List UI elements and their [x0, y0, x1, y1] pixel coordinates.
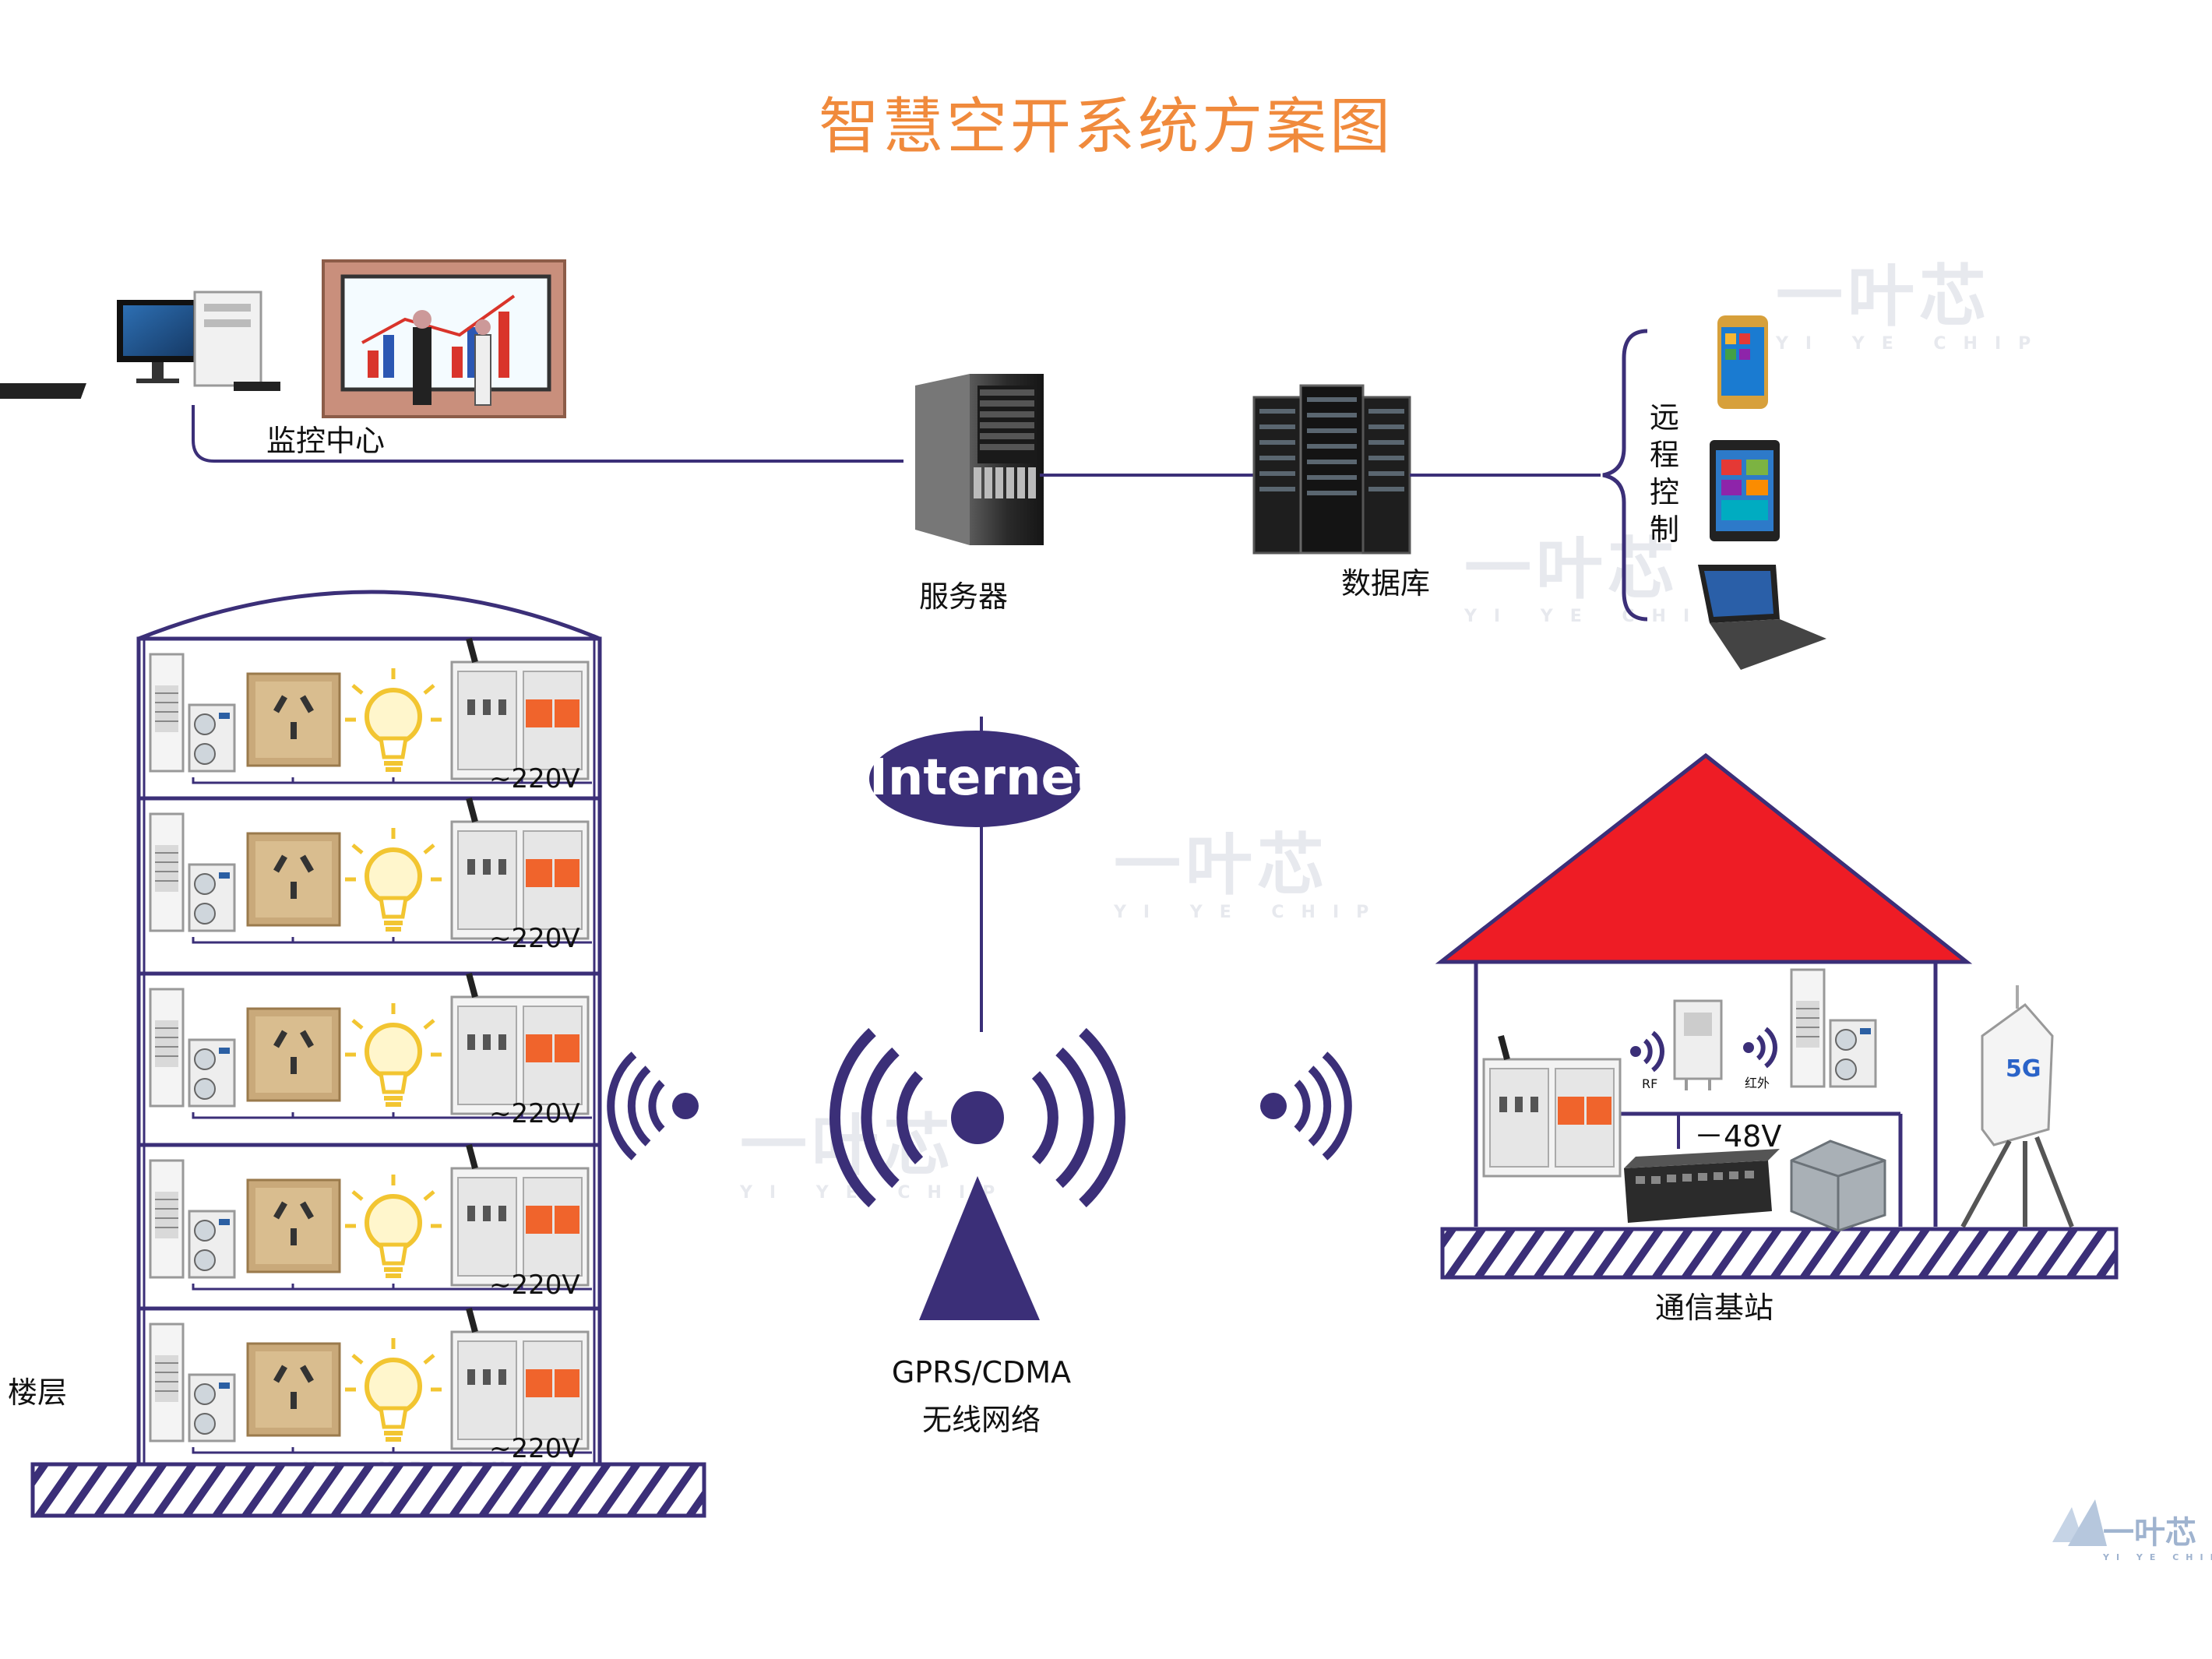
floor-wiring [192, 937, 592, 944]
floor-wiring [192, 1112, 592, 1119]
building-ground [30, 1462, 706, 1518]
wireless-tower-icon [830, 1027, 1125, 1320]
label-building: 楼层 [8, 1375, 68, 1410]
station-ground [1440, 1227, 2119, 1280]
label-internet: Internet [869, 749, 1099, 807]
database-icon [1252, 384, 1411, 555]
floor-wiring [192, 1447, 592, 1454]
floor-wiring [192, 1284, 592, 1291]
house-roof [1435, 752, 1973, 964]
rack-equipment-icon [1624, 1149, 1780, 1223]
light-bulb-icon [345, 1175, 442, 1276]
label-5g: 5G [2006, 1055, 2041, 1083]
air-conditioner-icon [1790, 968, 1877, 1088]
floor-voltage-label: ~220V [489, 1433, 580, 1464]
smart-breaker-icon [452, 1309, 588, 1449]
diagram-title: 智慧空开系统方案图 [818, 92, 1393, 162]
smart-breaker-icon [452, 639, 588, 779]
monitor-center-group [0, 259, 903, 463]
power-socket-icon [246, 672, 341, 767]
rf-module-icon [1673, 999, 1723, 1090]
label-base-station: 通信基站 [1655, 1291, 1774, 1325]
floor-voltage-label: ~220V [489, 923, 580, 954]
smartphone-icon [1717, 315, 1768, 409]
rf-signal-icon [1630, 1030, 1664, 1073]
air-conditioner-icon [149, 1323, 236, 1442]
smart-breaker-icon [452, 1145, 588, 1285]
air-conditioner-icon [149, 812, 236, 932]
signal-right-icon [1260, 1051, 1352, 1161]
air-conditioner-icon [149, 653, 236, 773]
air-conditioner-icon [149, 1159, 236, 1279]
server-icon [915, 374, 1044, 545]
air-conditioner-icon [149, 988, 236, 1108]
label-remote-control: 远 程 控 制 [1650, 400, 1680, 547]
corner-logo-icon [2052, 1499, 2107, 1546]
base-station-group [1435, 752, 2119, 1280]
power-socket-icon [246, 1342, 341, 1437]
light-bulb-icon [345, 668, 442, 770]
label-wireless-line1: GPRS/CDMA [891, 1355, 1072, 1390]
label-wireless-line2: 无线网络 [921, 1403, 1041, 1437]
monitor-server-link [192, 405, 903, 463]
floor-voltage-label: ~220V [489, 1098, 580, 1129]
light-bulb-icon [345, 1338, 442, 1439]
power-socket-icon [246, 1007, 341, 1102]
floor-voltage-label: ~220V [489, 763, 580, 794]
smart-breaker-icon [452, 974, 588, 1114]
signal-left-icon [607, 1051, 699, 1161]
building-group [30, 590, 706, 1518]
floor-wiring [192, 777, 592, 784]
floor-voltage-label: ~220V [489, 1270, 580, 1301]
light-bulb-icon [345, 1003, 442, 1104]
label-rf: RF [1642, 1076, 1658, 1091]
tablet-icon [1710, 440, 1780, 541]
smart-breaker-icon [1484, 1036, 1620, 1176]
laptop-icon [1698, 565, 1826, 670]
label-monitor-center: 监控中心 [266, 424, 386, 458]
rru-unit-icon [1790, 1139, 1886, 1232]
desktop-pc-icon [0, 291, 280, 399]
presentation-screen-icon [322, 259, 566, 418]
power-socket-icon [246, 1178, 341, 1273]
label-dc-voltage: －48V [1694, 1119, 1782, 1154]
label-database: 数据库 [1341, 566, 1431, 601]
label-infrared: 红外 [1745, 1076, 1770, 1090]
smart-breaker-icon [452, 798, 588, 939]
light-bulb-icon [345, 828, 442, 929]
internet-badge [869, 731, 1083, 827]
label-server: 服务器 [919, 579, 1009, 614]
remote-brace [1602, 329, 1648, 622]
power-socket-icon [246, 832, 341, 927]
floors-group [149, 639, 592, 1454]
5g-antenna-icon [1960, 985, 2074, 1228]
ir-signal-icon [1743, 1027, 1777, 1069]
